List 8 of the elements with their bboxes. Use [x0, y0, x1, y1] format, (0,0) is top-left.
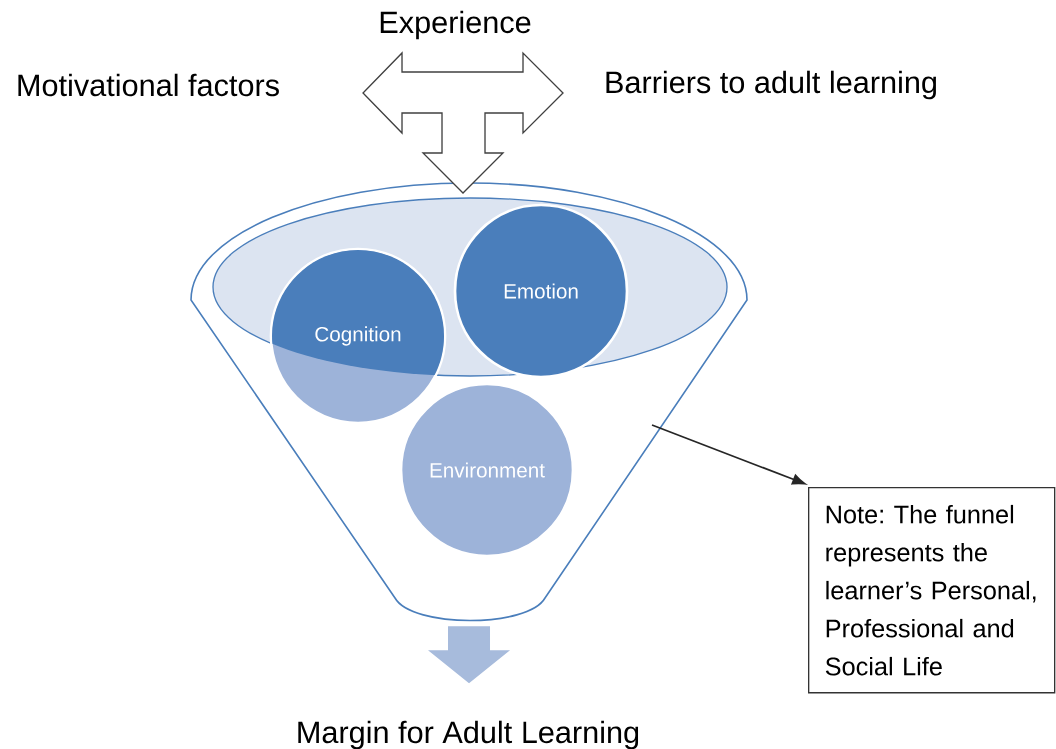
- label: Motivational factors: [18, 73, 279, 97]
- label: Barriers to adult learning: [606, 70, 936, 100]
- label: Margin for Adult Learning: [298, 720, 639, 749]
- block-arrow: [362, 51, 564, 194]
- arrow: [651, 424, 806, 485]
- block-arrow: [428, 626, 510, 684]
- note-box: Note: The funnel represents the learner’s Personal, Professional and Social Life: [808, 487, 1056, 694]
- label: Experience: [380, 10, 531, 40]
